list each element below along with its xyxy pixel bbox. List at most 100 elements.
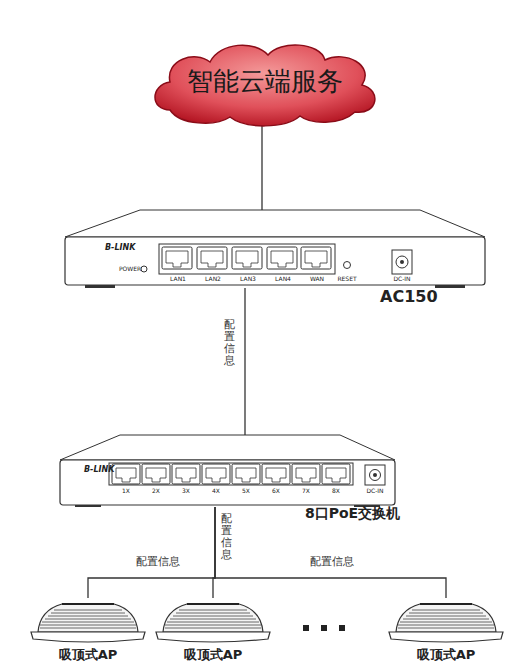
port-notch	[305, 251, 327, 267]
brand-logo: B-LINK	[84, 465, 114, 474]
cloud-shape	[155, 45, 375, 126]
node-shape	[155, 598, 271, 646]
device-name: 吸顶式AP	[59, 648, 118, 663]
device-name: 8口PoE交换机	[305, 505, 400, 521]
device-top	[60, 435, 395, 460]
ellipsis-dot	[339, 625, 345, 631]
port-label: 6X	[272, 488, 280, 495]
ap-ridge	[48, 616, 128, 617]
port-label: RESET	[337, 276, 356, 283]
port-panel	[159, 244, 335, 274]
port-notch	[296, 468, 316, 482]
port-label: DC-IN	[393, 276, 410, 283]
dc-jack-hole	[370, 470, 381, 481]
port-label: WAN	[310, 276, 324, 283]
port-label: LAN3	[240, 276, 256, 283]
port-notch	[326, 468, 346, 482]
ap-ridge	[176, 613, 250, 614]
device-name: 吸顶式AP	[417, 648, 476, 663]
connector	[88, 507, 215, 598]
port	[301, 247, 331, 269]
port-label: LAN4	[275, 276, 291, 283]
port	[172, 464, 200, 484]
ap-base	[389, 632, 503, 642]
port-label: DC-IN	[366, 488, 383, 495]
cloud-service: 智能云端服务	[150, 40, 380, 126]
ap-ridge	[165, 625, 261, 626]
ap-ridge	[42, 622, 134, 623]
device-name: 吸顶式AP	[184, 648, 243, 663]
port-notch	[236, 468, 256, 482]
ap-top-line	[62, 603, 114, 605]
port-notch	[116, 468, 136, 482]
ap-ridge	[173, 616, 253, 617]
ap-ridge	[406, 616, 486, 617]
line-label: 配置信息	[221, 512, 232, 562]
dc-jack-hole	[396, 256, 408, 268]
port-notch	[146, 468, 166, 482]
edge-label: 配置信息	[308, 556, 356, 569]
ap-base	[156, 632, 270, 642]
port-label: LAN2	[205, 276, 221, 283]
ellipsis-dot	[303, 625, 309, 631]
device-front	[60, 460, 395, 505]
port	[112, 464, 140, 484]
dc-jack-pin	[373, 473, 377, 477]
access-point: 吸顶式AP	[155, 598, 271, 668]
ap-ridge	[179, 610, 247, 611]
port	[197, 247, 227, 269]
port	[232, 464, 260, 484]
port-label: 4X	[212, 488, 220, 495]
edge-label: 配置信息	[224, 318, 235, 368]
ap-ridge	[403, 619, 489, 620]
edge-label: 配置信息	[134, 556, 182, 569]
foot	[435, 285, 465, 288]
ap-ridge	[412, 610, 480, 611]
network-device: B-LINK1X2X3X4X5X6X7X8XDC-IN8口PoE交换机	[60, 435, 395, 507]
port-notch	[236, 251, 258, 267]
port-notch	[166, 251, 188, 267]
connector	[244, 288, 245, 435]
port-notch	[201, 251, 223, 267]
brand-logo: B-LINK	[105, 243, 135, 252]
ap-top-line	[420, 603, 472, 605]
device-front	[65, 237, 485, 285]
ap-ridge	[170, 619, 256, 620]
port-label: LAN1	[170, 276, 186, 283]
port	[267, 247, 297, 269]
port	[232, 247, 262, 269]
port-label: 7X	[302, 488, 310, 495]
dc-jack	[392, 250, 412, 274]
port	[322, 464, 350, 484]
port-panel	[109, 463, 353, 485]
port-label: POWER	[119, 266, 141, 273]
ap-ridge	[40, 628, 136, 629]
access-point: 吸顶式AP	[30, 598, 146, 668]
ap-ridge	[45, 619, 131, 620]
port-label: 3X	[182, 488, 190, 495]
port	[142, 464, 170, 484]
port	[162, 247, 192, 269]
ap-ridge	[165, 628, 261, 629]
ap-ridge	[54, 610, 122, 611]
port	[262, 464, 290, 484]
node-shape	[388, 598, 504, 646]
port-notch	[266, 468, 286, 482]
access-point: 吸顶式AP	[388, 598, 504, 668]
port-notch	[176, 468, 196, 482]
ap-top-line	[187, 603, 239, 605]
port-label: 1X	[122, 488, 130, 495]
ap-dome	[396, 604, 496, 632]
node-shape	[30, 598, 146, 646]
ap-ridge	[398, 628, 494, 629]
ap-ridge	[409, 613, 483, 614]
connector	[261, 114, 262, 210]
power-led	[141, 266, 147, 272]
port-label: 5X	[242, 488, 250, 495]
foot	[85, 285, 115, 288]
ap-base	[31, 632, 145, 642]
network-device: B-LINK POWER LAN1 LAN2 LAN3 LAN4 WAN RESET DC-IN…	[65, 210, 485, 288]
port-label: 8X	[332, 488, 340, 495]
ap-ridge	[167, 622, 259, 623]
